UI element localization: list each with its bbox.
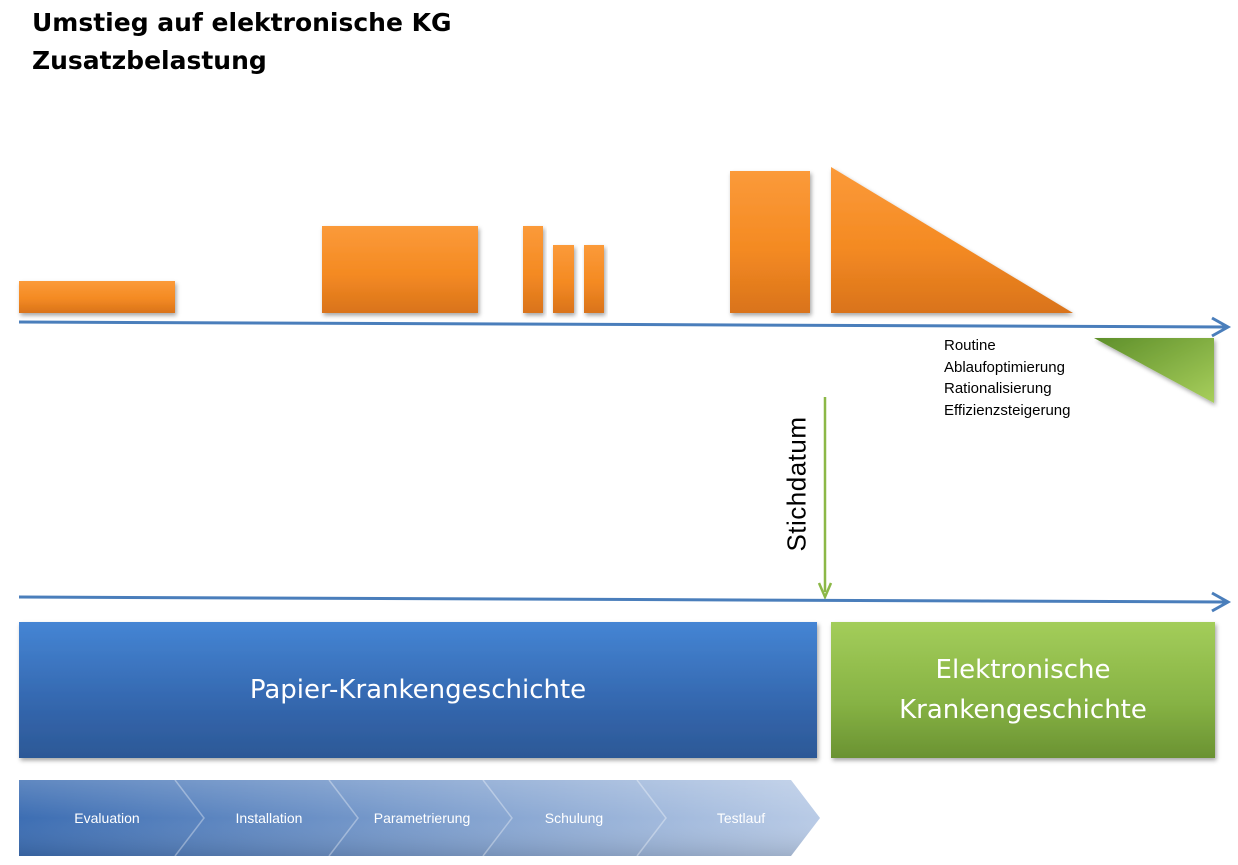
- phase-divider-4: [636, 779, 667, 857]
- workload-blocks: [19, 167, 1073, 313]
- benefit-triangle: [1094, 338, 1214, 403]
- electronic-record-line-1: Elektronische: [935, 655, 1111, 685]
- paper-record-box: [19, 622, 817, 758]
- electronic-record-box: [831, 622, 1215, 758]
- benefit-item: Ablaufoptimierung: [944, 358, 1065, 376]
- electronic-record-line-2: Krankengeschichte: [899, 695, 1147, 725]
- phase-testlauf: Testlauf: [716, 810, 766, 826]
- electronic-record-label: Elektronische Krankengeschichte: [831, 622, 1215, 758]
- phase-chevrons: [19, 779, 820, 857]
- title-line-2: Zusatzbelastung: [32, 46, 267, 75]
- paper-record-label: Papier-Krankengeschichte: [249, 675, 587, 705]
- upper-timeline-arrow: [18, 316, 1232, 338]
- phase-schulung: Schulung: [544, 810, 604, 826]
- benefits-list: Routine Ablaufoptimierung Rationalisieru…: [944, 335, 1070, 421]
- stichdatum-arrow: [817, 397, 833, 601]
- workload-block-6: [730, 171, 810, 313]
- phase-parametrierung: Parametrierung: [373, 810, 471, 826]
- phase-divider-1: [174, 779, 205, 857]
- benefit-item: Rationalisierung: [944, 380, 1052, 397]
- title-block: Umstieg auf elektronische KG Zusatzbelas…: [32, 4, 452, 80]
- workload-decline-triangle: [831, 167, 1073, 313]
- workload-block-2: [322, 226, 478, 313]
- title-line-1: Umstieg auf elektronische KG: [32, 8, 452, 37]
- stichdatum-label: Stichdatum: [781, 416, 812, 552]
- workload-block-1: [19, 281, 175, 313]
- workload-block-3: [523, 226, 543, 313]
- benefit-item: Effizienzsteigerung: [944, 401, 1071, 419]
- lower-timeline-arrow: [18, 591, 1232, 613]
- phase-installation: Installation: [235, 810, 303, 826]
- workload-block-4: [553, 245, 574, 313]
- phase-divider-3: [482, 779, 513, 857]
- workload-block-5: [584, 245, 604, 313]
- phase-divider-2: [328, 779, 359, 857]
- phase-evaluation: Evaluation: [74, 810, 140, 826]
- benefit-item: Routine: [944, 337, 996, 354]
